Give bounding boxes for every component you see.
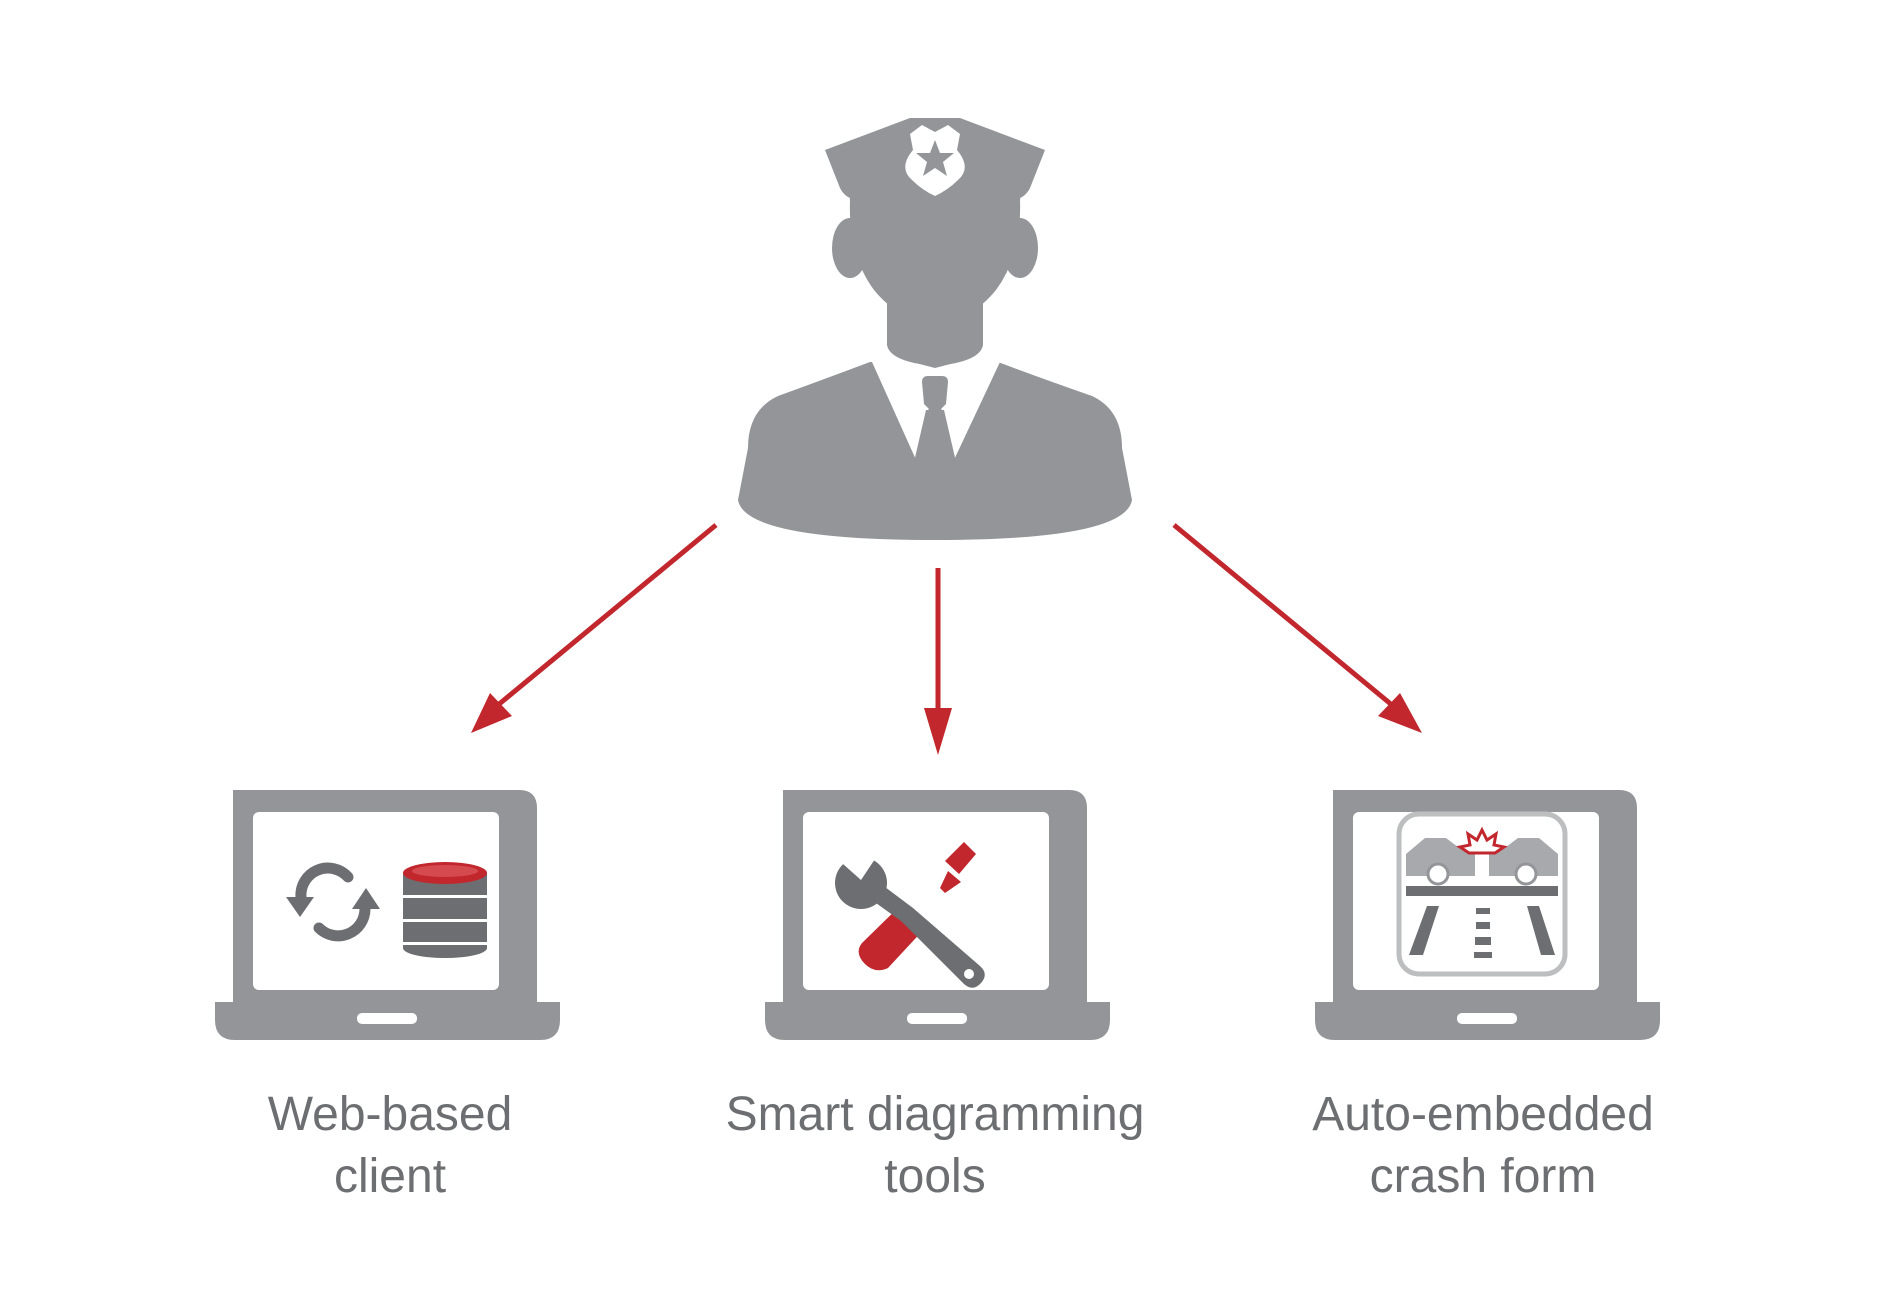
node-label-diagramming-tools: Smart diagramming tools [655,1084,1215,1208]
impact-star [1456,826,1508,855]
officer-tie-blade [914,410,956,472]
police-officer-icon [738,118,1132,540]
sync-icon [295,862,371,942]
wrench-body [862,878,985,988]
car-crash-icon [1396,811,1568,977]
screwdriver-tip [945,842,976,874]
label-line: Auto-embedded [1312,1088,1654,1141]
laptop-icon [215,790,560,1040]
label-line: client [333,1150,447,1203]
sync-arrow-right [352,888,380,909]
laptop-icon [765,790,1110,1040]
connector-arrows [471,523,1422,755]
officer-tie [922,376,948,412]
officer-right-ear [1002,218,1038,278]
arrow-center [924,568,952,755]
star-badge-icon [916,140,954,176]
crash-road-bar [1406,886,1558,896]
laptop-screen [803,812,1049,990]
wrench-screwdriver-icon [835,842,985,988]
laptop-trackpad [907,1013,967,1024]
officer-head [848,165,1022,322]
crash-road-right-line [1527,906,1555,955]
sync-arrow-left [286,897,314,917]
wrench-jaw [843,852,877,880]
officer-left-ear [832,218,868,278]
node-label-web-client: Web-based client [110,1084,670,1208]
label-line: Smart diagramming [725,1088,1145,1141]
database-icon [403,862,487,958]
crash-car-left [1406,838,1475,876]
label-line: Web-based [267,1088,513,1141]
laptop-trackpad [1457,1013,1517,1024]
arrow-right [1172,523,1422,733]
wrench-head [835,857,887,909]
officer-collar [872,355,1000,462]
wrench-hole [964,969,974,979]
node-label-crash-form: Auto-embedded crash form [1203,1084,1763,1208]
label-line: crash form [1369,1150,1597,1203]
screwdriver-shaft [940,871,961,893]
arrow-left [471,523,718,733]
crash-road-left-line [1409,906,1439,955]
label-line: tools [884,1150,986,1203]
laptop-icon [1315,790,1660,1040]
crash-car-right [1489,838,1558,876]
laptop-trackpad [357,1013,417,1024]
